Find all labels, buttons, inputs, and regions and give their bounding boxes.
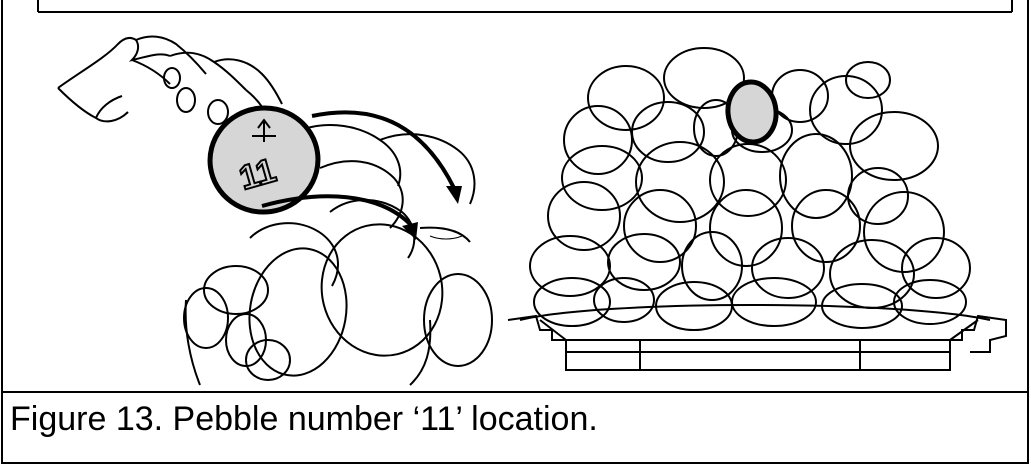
- hand-and-heap-illustration: 11: [58, 37, 492, 385]
- arrow-heads: [402, 186, 462, 240]
- figure-caption: Figure 13. Pebble number ‘11’ location.: [10, 402, 598, 436]
- stove-base: [508, 305, 1006, 370]
- stove-with-pebbles-illustration: [508, 48, 1006, 370]
